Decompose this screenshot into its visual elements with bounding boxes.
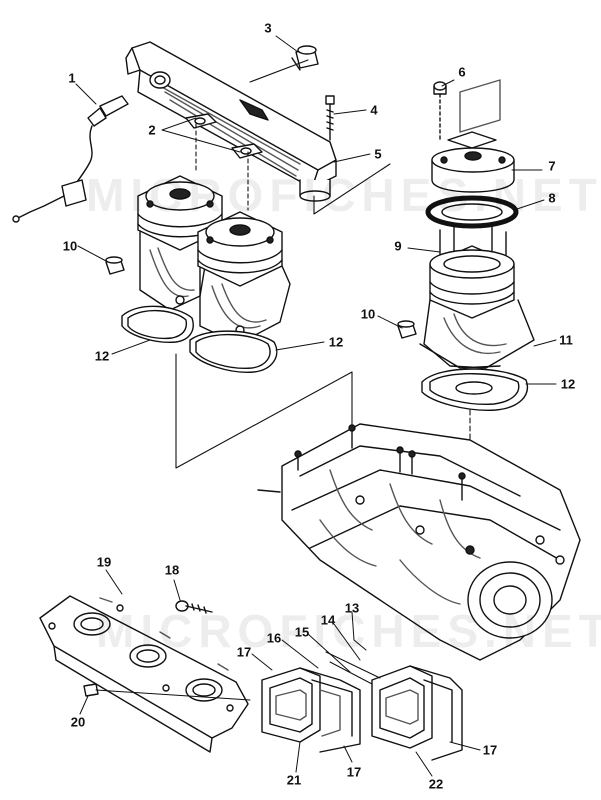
callout-1: 1 [68,70,76,86]
callout-10-left: 10 [62,238,78,254]
callout-14: 14 [320,612,336,628]
callout-13: 13 [344,600,360,616]
callout-3: 3 [264,20,272,36]
crankcase [257,423,581,661]
callout-4: 4 [370,102,378,118]
small-gaskets [185,113,263,159]
callout-12-left: 12 [94,348,110,364]
base-gaskets-left [121,305,278,373]
bolt-4 [325,95,335,141]
callout-17-left: 17 [236,644,252,660]
intake-manifold [39,595,249,753]
cylinder-head-right [425,79,519,229]
callout-9: 9 [394,238,402,254]
base-gasket-right [421,368,529,411]
callout-18: 18 [164,562,180,578]
callout-8: 8 [548,190,556,206]
callout-6: 6 [458,64,466,80]
nut-10-left [105,256,125,275]
reed-valves [261,639,463,761]
callout-7: 7 [548,158,556,174]
temp-sensor [12,95,129,223]
bolt-18 [175,600,213,614]
twin-cylinder-assembly [137,175,291,345]
callout-17-bottom: 17 [346,764,362,780]
callout-21: 21 [286,772,302,788]
nut-10-right [397,320,417,339]
nut-20 [83,683,251,701]
callout-22: 22 [428,776,444,792]
callout-2: 2 [148,122,156,138]
callout-12-middle: 12 [328,334,344,350]
callout-17-right: 17 [482,742,498,758]
callout-16: 16 [266,630,282,646]
fuel-rail [125,41,337,202]
callout-11: 11 [559,332,573,348]
assembly-lines [175,59,471,541]
callout-12-right: 12 [560,376,576,392]
cylinder-right [419,225,535,369]
callout-20: 20 [70,714,86,730]
callout-5: 5 [374,146,382,162]
callout-10-right: 10 [360,306,376,322]
callout-19: 19 [96,554,112,570]
fitting [291,45,319,71]
callout-15: 15 [294,624,310,640]
leader-lines [75,35,557,777]
